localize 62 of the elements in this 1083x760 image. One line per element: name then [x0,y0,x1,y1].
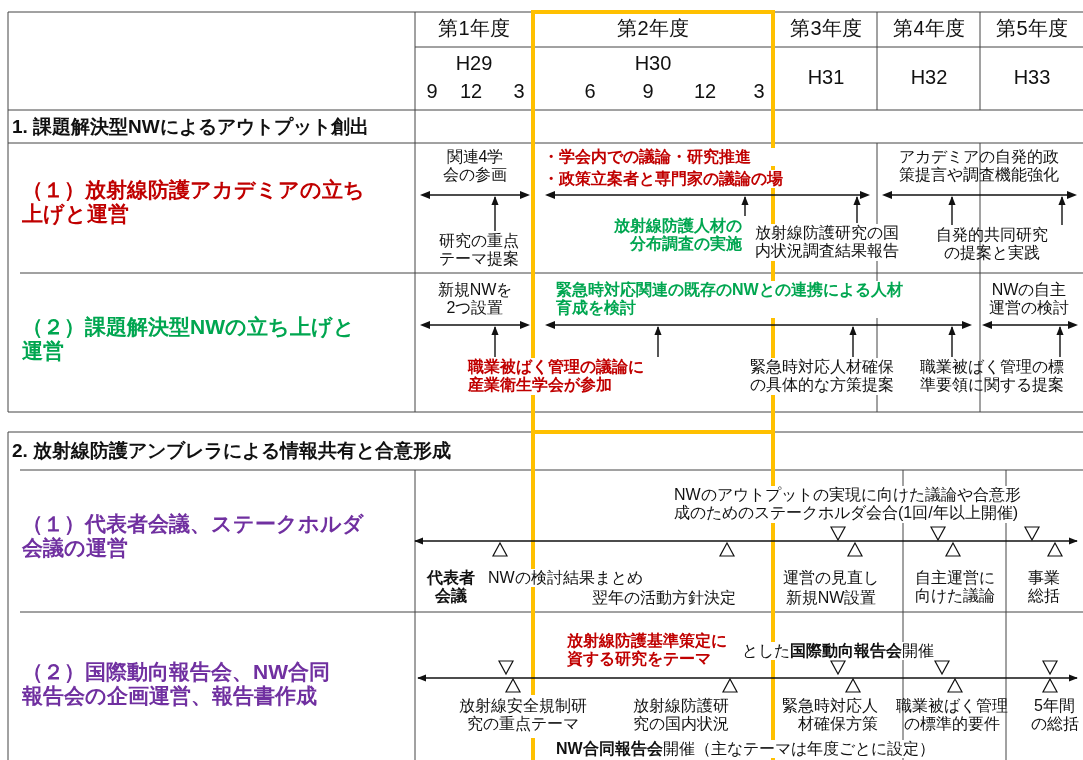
column-header: 第4年度 [892,17,966,40]
milestone-text: 研究の重点テーマ提案 [438,232,520,269]
arrow [1056,326,1064,358]
month-label: 12 [692,80,718,103]
activity-text: 放射線防護基準策定に資する研究をテーマ [567,632,728,669]
arrow [654,326,662,358]
activity-text: アカデミアの自発的政策提言や調査機能強化 [897,148,1060,185]
arrow [948,326,956,358]
activity-text: 緊急時対応人材確保方策 [782,697,878,734]
activity-text: 代表者会議 [426,569,476,606]
activity-text: 5年間の総括 [1030,697,1079,734]
milestone-text: 緊急時対応人材確保の具体的な方策提案 [748,358,894,395]
activity-text: 新規NW設置 [784,589,878,608]
row-heading: （１）放射線防護アカデミアの立ち上げと運営 [22,178,366,227]
milestone-text: 職業被ばく管理の議論に産業衛生学会が参加 [468,358,646,395]
row-heading: （１）代表者会議、ステークホルダ会議の運営 [22,512,365,561]
year-label: H30 [633,52,673,75]
period-bar [545,190,870,200]
milestone-text: 放射線防護研究の国内状況調査結果報告 [755,224,901,261]
arrow [491,326,499,358]
year-label: H32 [909,66,949,89]
year-label: H33 [1012,66,1052,89]
year-label: H29 [454,52,494,75]
activity-text: 放射線防護研究の国内状況 [632,697,730,734]
activity-text: NWの自主運営の検討 [988,281,1070,318]
milestone-text: 放射線防護人材の分布調査の実施 [612,217,742,254]
period-bar [420,190,530,200]
arrow [1058,196,1066,226]
period-bar [545,320,972,330]
section-heading: 2. 放射線防護アンブレラによる情報共有と合意形成 [12,440,453,462]
column-header: 第5年度 [995,17,1069,40]
activity-text: 関連4学会の参画 [442,148,508,185]
month-label: 3 [752,80,766,103]
activity-text: 事業総括 [1027,569,1061,606]
period-bar [982,320,1078,330]
year-label: H31 [806,66,846,89]
column-header: 第3年度 [789,17,863,40]
month-label: 3 [512,80,526,103]
column-header: 第1年度 [437,17,511,40]
arrow [741,196,749,217]
arrow [849,326,857,358]
row-heading: （２）国際動向報告会、NW合同報告会の企画運営、報告書作成 [22,660,331,709]
activity-text: 放射線安全規制研究の重点テーマ [459,697,587,734]
milestone-text: 自発的共同研究の提案と実践 [935,226,1049,263]
period-bar [420,320,530,330]
arrow [853,196,861,224]
row-heading: （２）課題解決型NWの立ち上げと運営 [22,315,356,364]
month-label: 12 [458,80,484,103]
activity-text: 運営の見直し [782,569,880,588]
month-label: 9 [641,80,655,103]
activity-text: 翌年の活動方針決定 [592,589,737,608]
milestone-text: 職業被ばく管理の標準要領に関する提案 [920,358,1066,395]
arrow [948,196,956,226]
month-label: 9 [425,80,439,103]
section-heading: 1. 課題解決型NWによるアウトプット創出 [12,116,370,138]
activity-text: 職業被ばく管理の標準的要件 [895,697,1009,734]
period-bar [882,190,1077,200]
month-label: 6 [583,80,597,103]
arrow [491,196,499,232]
activity-text: 新規NWを2つ設置 [436,281,514,318]
activity-text: 自主運営に向けた議論 [914,569,996,606]
column-header: 第2年度 [616,17,690,40]
